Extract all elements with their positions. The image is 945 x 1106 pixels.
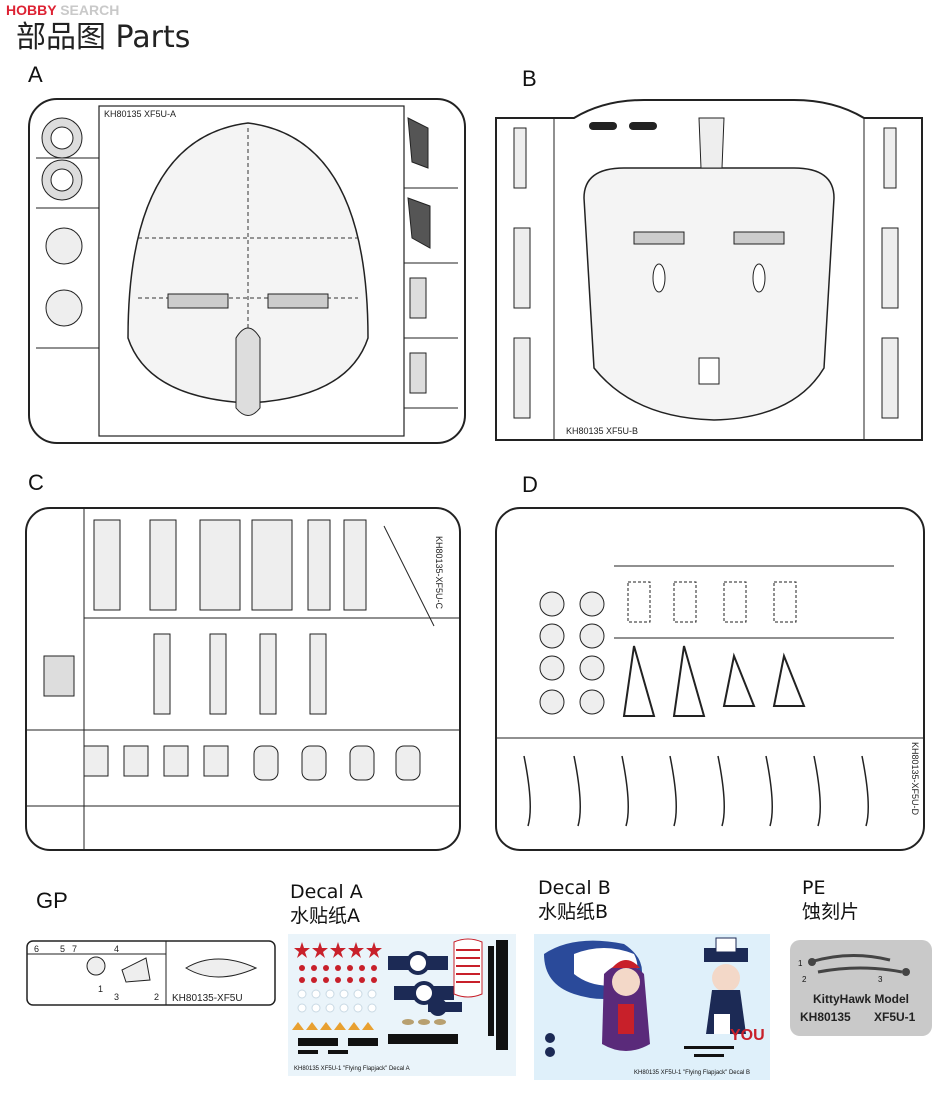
decal-b-poster-text: YOU — [730, 1027, 765, 1044]
sprue-d-image: KH80135-XF5U-D — [495, 507, 925, 851]
sprue-d-label: D — [522, 472, 538, 497]
sprue-d-code: KH80135-XF5U-D — [910, 742, 920, 816]
svg-text:1: 1 — [798, 959, 803, 968]
svg-text:4: 4 — [114, 944, 119, 954]
sprue-a-code: KH80135 XF5U-A — [104, 109, 176, 119]
svg-text:1: 1 — [98, 984, 103, 994]
pe-title: PE 蚀刻片 — [802, 877, 860, 923]
pe-brand: KittyHawk Model — [812, 992, 909, 1006]
decal-b-sheet: YOU KH80135 XF5U-1 "Flying Flapjack" Dec… — [534, 934, 770, 1080]
gp-sprue-image: 6 5 7 4 1 3 2 KH80135-XF5U — [26, 940, 276, 1006]
sprue-c-label: C — [28, 470, 44, 495]
decal-b-title: Decal B 水贴纸B — [538, 877, 611, 923]
sprue-c-code: KH80135-XF5U-C — [434, 536, 444, 610]
pe-code: KH80135 — [800, 1010, 851, 1024]
watermark: HOBBY SEARCH — [6, 2, 120, 18]
svg-text:3: 3 — [114, 992, 119, 1002]
decal-a-sheet: KH80135 XF5U-1 "Flying Flapjack" Decal A — [288, 934, 516, 1076]
gp-label: GP — [36, 888, 68, 913]
svg-text:7: 7 — [72, 944, 77, 954]
sprue-c-image: KH80135-XF5U-C — [25, 507, 461, 851]
svg-text:3: 3 — [878, 975, 883, 984]
decal-a-caption: KH80135 XF5U-1 "Flying Flapjack" Decal A — [294, 1066, 410, 1072]
page-title: 部品图 Parts — [16, 20, 191, 55]
svg-text:6: 6 — [34, 944, 39, 954]
gp-code: KH80135-XF5U — [172, 993, 243, 1004]
decal-b-caption: KH80135 XF5U-1 "Flying Flapjack" Decal B — [634, 1070, 750, 1076]
decal-a-title: Decal A 水贴纸A — [290, 881, 363, 927]
pe-fret: 1 2 3 KittyHawk Model KH80135 XF5U-1 — [790, 940, 932, 1036]
svg-text:2: 2 — [802, 975, 807, 984]
svg-text:5: 5 — [60, 944, 65, 954]
sprue-b-code: KH80135 XF5U-B — [566, 426, 638, 436]
sprue-b-label: B — [522, 66, 537, 91]
sprue-a-label: A — [28, 62, 43, 87]
pe-model: XF5U-1 — [874, 1010, 916, 1024]
sprue-b-image: KH80135 XF5U-B — [495, 99, 923, 441]
svg-text:2: 2 — [154, 992, 159, 1002]
pe-fret-parts: 1 2 3 — [798, 954, 910, 984]
sprue-a-image: KH80135 XF5U-A — [28, 98, 466, 444]
